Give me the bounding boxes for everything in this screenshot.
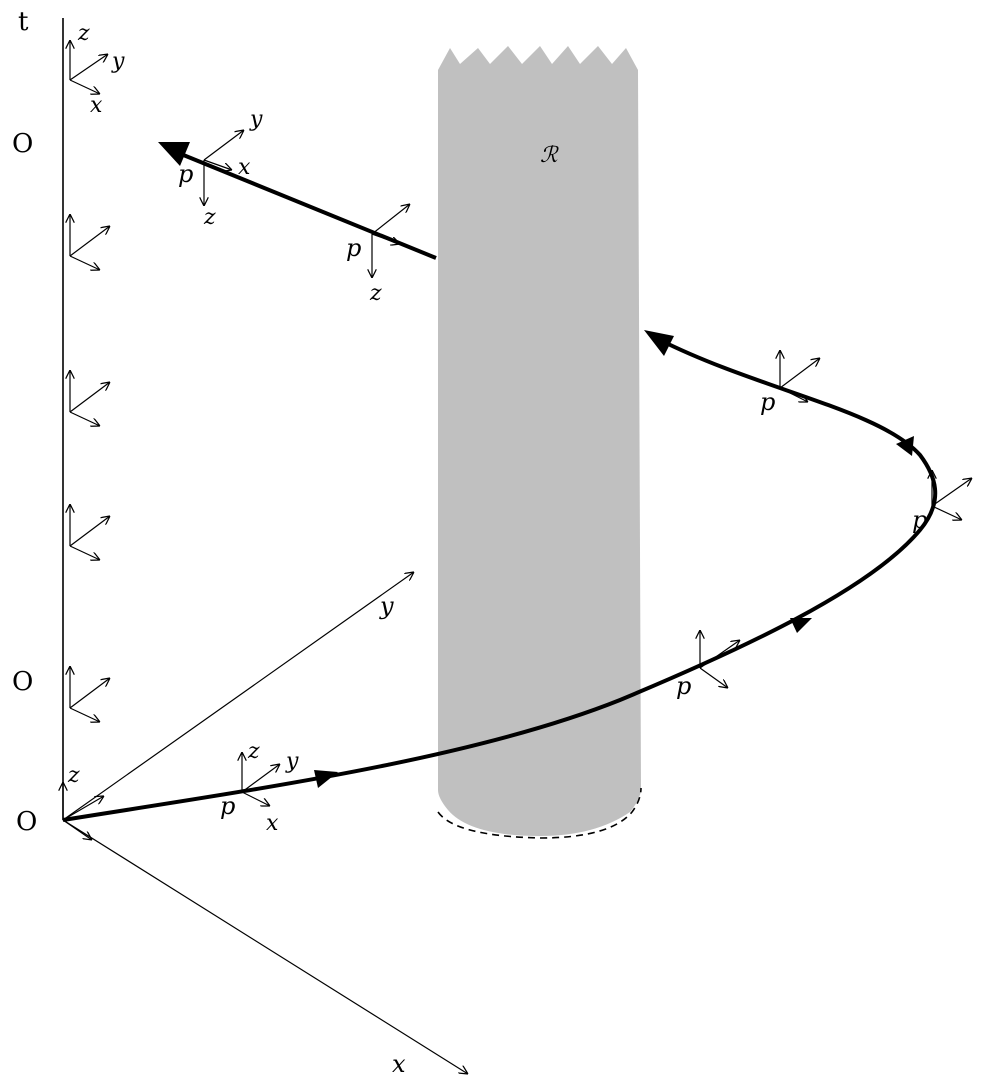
frame-t-top-x-label: x bbox=[90, 93, 103, 118]
region-bottom-dashed bbox=[437, 787, 642, 839]
t-axis-label: t bbox=[18, 7, 29, 37]
region-cylinder bbox=[438, 46, 641, 836]
frame-upper-1-p-label: p bbox=[346, 234, 361, 262]
trajectory-arrow-end bbox=[644, 330, 674, 356]
frame-upper-2-z-label: z bbox=[203, 205, 216, 230]
frame-curve-2: p bbox=[676, 630, 740, 700]
frame-curve-4-p-label: p bbox=[760, 388, 775, 416]
region-label: ℛ bbox=[540, 143, 559, 168]
frame-curve-2-p-label: p bbox=[676, 672, 691, 700]
frame-upper-2: y x p z bbox=[178, 107, 263, 230]
frame-t-2 bbox=[70, 214, 110, 270]
time-label-top: O bbox=[12, 129, 33, 159]
trajectory-arrow-1 bbox=[314, 770, 338, 788]
trajectory-arrow-3 bbox=[896, 436, 914, 456]
frame-upper-2-p-label: p bbox=[178, 160, 193, 188]
frame-t-3 bbox=[70, 370, 110, 426]
x-axis bbox=[62, 819, 468, 1074]
origin-label: O bbox=[16, 807, 37, 837]
frame-upper-2-x-label: x bbox=[238, 155, 251, 180]
frame-t-top: z y x bbox=[70, 21, 125, 118]
frame-upper-1-z-label: z bbox=[369, 281, 382, 306]
y-axis-label: y bbox=[379, 592, 394, 620]
frame-curve-1-z-label: z bbox=[247, 739, 260, 764]
y-axis bbox=[62, 572, 414, 821]
frame-curve-3: p bbox=[912, 470, 972, 534]
frame-upper-2-y-label: y bbox=[249, 107, 263, 132]
trajectory-arrow-2 bbox=[790, 618, 812, 633]
frame-t-top-y-label: y bbox=[111, 49, 125, 74]
trajectory-curve bbox=[62, 338, 938, 822]
x-axis-label: x bbox=[392, 1050, 406, 1078]
frame-t-top-z-label: z bbox=[77, 21, 90, 46]
frame-curve-4: p bbox=[760, 350, 820, 416]
upper-trajectory-arrow bbox=[158, 142, 190, 166]
frame-curve-1-x-label: x bbox=[266, 811, 279, 836]
frame-curve-1-y-label: y bbox=[285, 749, 299, 774]
frame-t-5 bbox=[70, 666, 110, 722]
frame-upper-1: p z bbox=[346, 204, 410, 306]
frame-curve-1-p-label: p bbox=[220, 792, 235, 820]
frame-origin: z bbox=[63, 763, 104, 840]
frame-curve-1: z y x p bbox=[220, 739, 299, 836]
frame-origin-z-label: z bbox=[67, 763, 80, 788]
frame-t-4 bbox=[70, 504, 110, 560]
frame-curve-3-p-label: p bbox=[912, 506, 927, 534]
time-label-middle: O bbox=[12, 667, 33, 697]
